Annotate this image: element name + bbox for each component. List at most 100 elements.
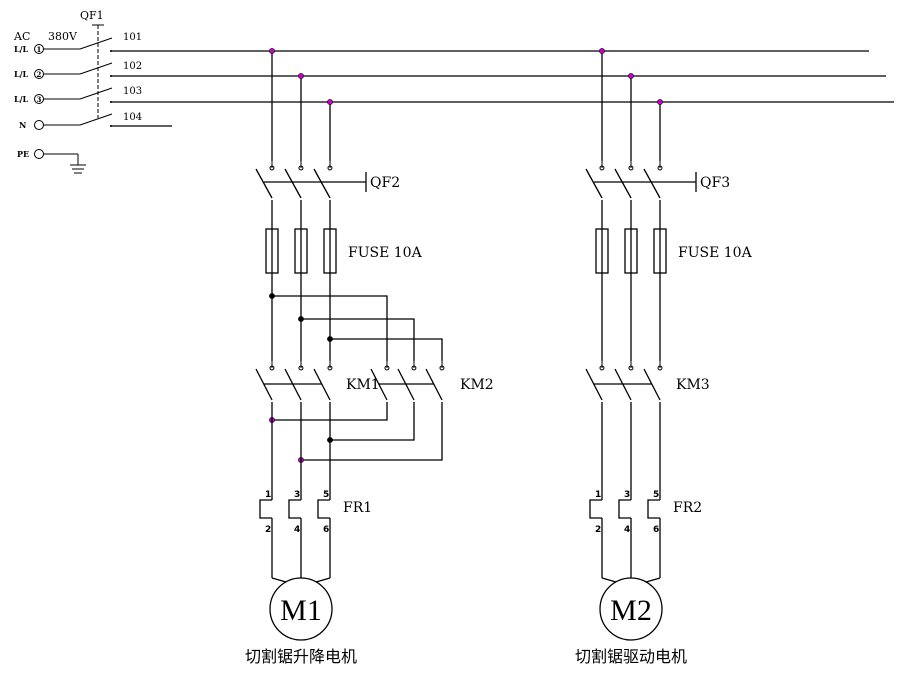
thermal-element	[618, 499, 631, 519]
crossover-wire	[301, 318, 415, 361]
motor-label: M2	[610, 594, 652, 627]
contact-terminal-icon	[628, 160, 634, 171]
contact-terminal-icon	[657, 360, 663, 371]
wire-104-label: 104	[123, 112, 142, 123]
relay-terminal-top: 5	[323, 490, 329, 500]
contact-terminal-icon	[411, 360, 417, 371]
wire	[645, 577, 661, 583]
relay-terminal-bottom: 4	[294, 525, 300, 535]
motor-description: 切割锯升降电机	[245, 647, 357, 666]
terminal-label: L/L	[14, 94, 29, 104]
wire	[271, 577, 287, 583]
fuse-label: FUSE 10A	[678, 245, 753, 261]
wire-102-label: 102	[123, 61, 142, 72]
contact-terminal-icon	[269, 160, 275, 171]
relay-terminal-bottom: 6	[653, 525, 659, 535]
crossover-wire	[330, 338, 443, 361]
switch-blade	[585, 168, 603, 199]
breaker-qf3	[585, 160, 697, 199]
power-supply: AC 380V QF1 L/L 1 L/L 2 L/L 3 N	[13, 9, 894, 174]
contact-terminal-icon	[599, 360, 605, 371]
thermal-relay-label: FR1	[343, 500, 372, 516]
terminal-n: N	[19, 113, 113, 130]
contactor-km1	[255, 360, 333, 401]
switch-blade	[255, 168, 273, 199]
wire-103-label: 103	[123, 86, 142, 97]
junction-dot	[298, 73, 304, 79]
relay-terminal-top: 1	[595, 490, 601, 500]
relay-terminal-top: 3	[624, 490, 630, 500]
motor-label: M1	[280, 594, 322, 627]
junction-dot	[599, 48, 605, 54]
terminal-l1: L/L 1	[14, 37, 113, 54]
terminal-number: 2	[37, 70, 42, 79]
motor-description: 切割锯驱动电机	[575, 647, 687, 666]
relay-terminal-bottom: 2	[265, 525, 271, 535]
contact-terminal-icon	[439, 360, 445, 371]
reversing-wire	[330, 402, 415, 441]
contact-terminal-icon	[599, 160, 605, 171]
contactor-km3	[585, 360, 663, 401]
reversing-wire	[301, 402, 443, 461]
ac-label: AC	[13, 30, 30, 43]
contactor-label: KM3	[676, 377, 710, 393]
terminal-circle-icon	[34, 120, 44, 130]
contact-terminal-icon	[384, 360, 390, 371]
thermal-element	[589, 499, 602, 519]
junction-dot	[657, 99, 663, 105]
motor-icon	[599, 577, 663, 641]
relay-terminal-top: 3	[294, 490, 300, 500]
terminal-circle-icon	[34, 149, 44, 159]
switch-blade	[313, 168, 331, 199]
reversing-wire	[272, 402, 388, 421]
thermal-element	[317, 499, 330, 519]
relay-terminal-top: 5	[653, 490, 659, 500]
junction-dot	[628, 73, 634, 79]
wire	[315, 577, 331, 583]
voltage-label: 380V	[48, 30, 78, 43]
qf1-label: QF1	[80, 9, 104, 22]
terminal-l3: L/L 3	[14, 87, 113, 104]
junction-dot	[269, 48, 275, 54]
contactor-km2	[370, 360, 445, 401]
terminal-label: N	[19, 120, 26, 130]
relay-terminal-bottom: 6	[323, 525, 329, 535]
thermal-element	[259, 499, 272, 519]
motor-icon	[269, 577, 333, 641]
breaker-label: QF3	[700, 175, 730, 191]
terminal-l2: L/L 2	[14, 62, 113, 79]
contact-terminal-icon	[327, 160, 333, 171]
wire-101-label: 101	[123, 32, 142, 43]
contact-terminal-icon	[298, 160, 304, 171]
switch-blade	[614, 168, 632, 199]
relay-terminal-bottom: 2	[595, 525, 601, 535]
contact-terminal-icon	[628, 360, 634, 371]
junction-dot	[327, 99, 333, 105]
contact-terminal-icon	[657, 160, 663, 171]
terminal-label: PE	[17, 149, 29, 159]
contactor-label: KM2	[460, 377, 494, 393]
relay-terminal-top: 1	[265, 490, 271, 500]
thermal-element	[647, 499, 660, 519]
terminal-pe: PE	[17, 149, 86, 174]
switch-blade	[643, 168, 661, 199]
terminal-number: 1	[37, 45, 42, 54]
thermal-relay-fr1: 1 2 3 4 5 6	[259, 490, 330, 535]
terminal-label: L/L	[14, 44, 29, 54]
contact-terminal-icon	[298, 360, 304, 371]
ground-icon	[70, 164, 86, 174]
wire	[601, 577, 617, 583]
thermal-relay-label: FR2	[673, 500, 702, 516]
motor-m1: M1	[269, 577, 333, 641]
contact-terminal-icon	[269, 360, 275, 371]
breaker-qf2	[255, 160, 367, 199]
terminal-label: L/L	[14, 69, 29, 79]
relay-terminal-bottom: 4	[624, 525, 630, 535]
thermal-relay-fr2: 1 2 3 4 5 6	[589, 490, 660, 535]
switch-blade	[284, 168, 302, 199]
contactor-label: KM1	[346, 377, 380, 393]
